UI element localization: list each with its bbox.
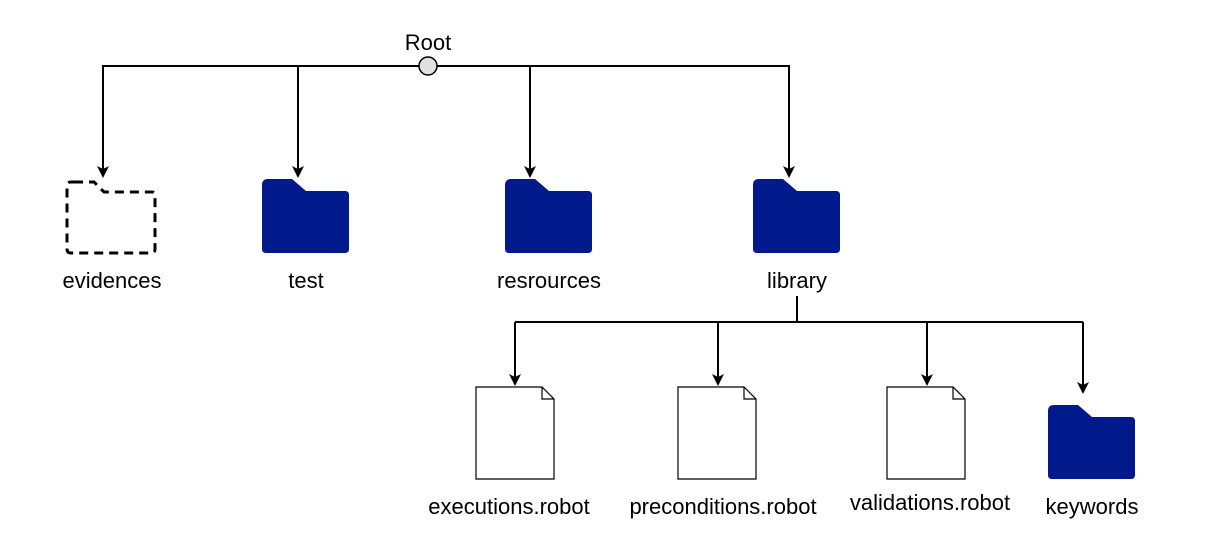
root-connectors [97, 65, 795, 178]
root-node: Root [405, 30, 451, 76]
folder-icon [1048, 405, 1135, 479]
tree-item-keywords: keywords [1046, 405, 1139, 519]
tree-item-library: library [753, 179, 840, 293]
library-connectors [509, 296, 1089, 394]
file-label-validations: validations.robot [850, 490, 1010, 515]
folder-label-library: library [767, 268, 827, 293]
tree-item-resrources: resrources [497, 179, 601, 293]
circle-node-icon [418, 56, 438, 76]
folder-label-evidences: evidences [62, 268, 161, 293]
tree-item-preconditions-robot: preconditions.robot [629, 386, 817, 519]
folder-icon [753, 179, 840, 253]
file-icon [677, 386, 757, 480]
file-icon [475, 386, 555, 480]
edge-root-resrources [428, 65, 536, 178]
folder-label-resrources: resrources [497, 268, 601, 293]
tree-item-executions-robot: executions.robot [428, 386, 590, 519]
dashed-folder-icon [65, 180, 157, 255]
folder-label-keywords: keywords [1046, 494, 1139, 519]
file-label-preconditions: preconditions.robot [629, 494, 816, 519]
file-label-executions: executions.robot [428, 494, 589, 519]
edge-root-evidences [97, 65, 428, 178]
edge-root-library [530, 65, 795, 178]
tree-item-validations-robot: validations.robot [850, 386, 1010, 515]
tree-item-test: test [262, 179, 349, 293]
folder-icon [505, 179, 592, 253]
folder-label-test: test [288, 268, 323, 293]
folder-icon [262, 179, 349, 253]
tree-item-evidences: evidences [62, 180, 162, 293]
root-label: Root [405, 30, 451, 55]
file-icon [886, 386, 966, 480]
